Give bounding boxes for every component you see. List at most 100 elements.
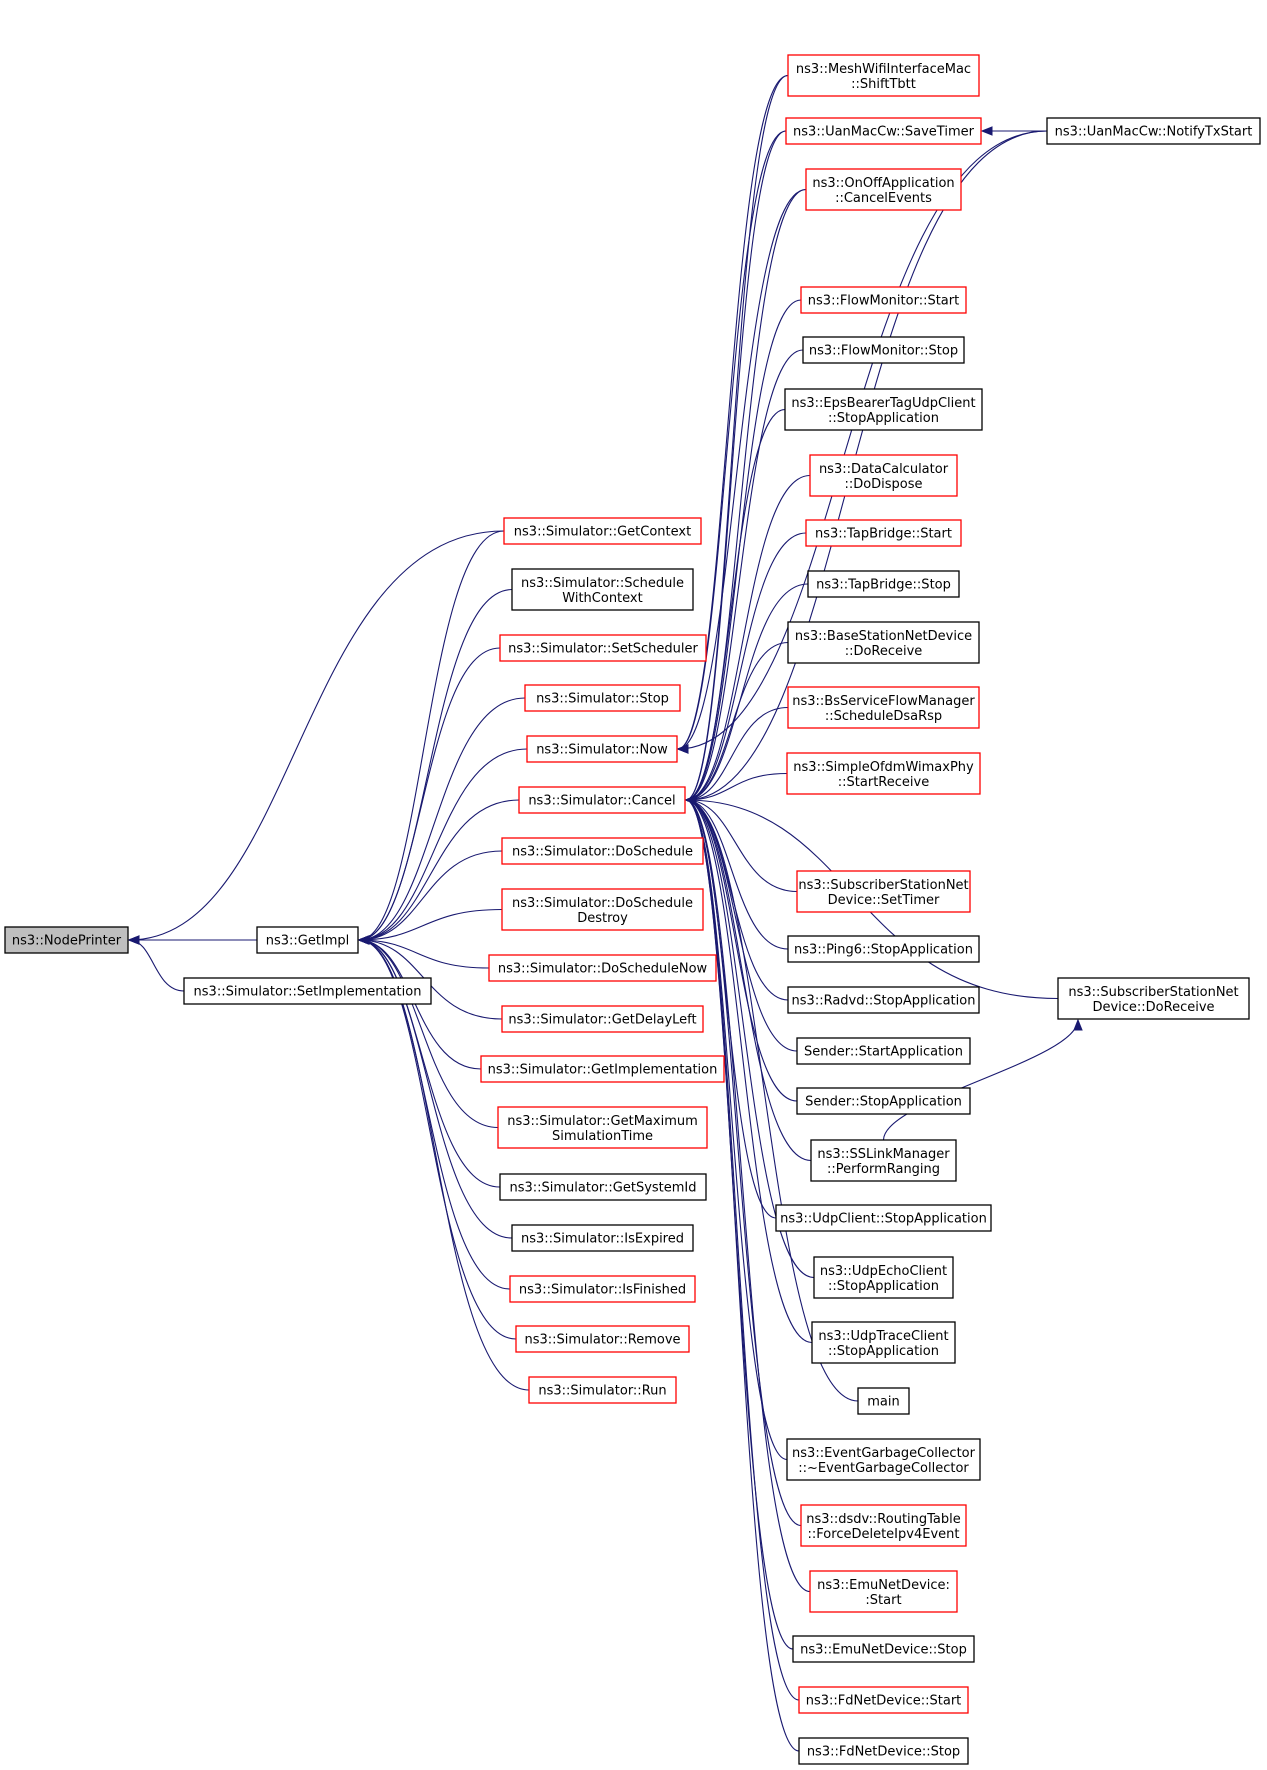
node-doschedule[interactable]: ns3::Simulator::DoSchedule [501,837,704,865]
node-label: Sender::StopApplication [805,1095,962,1110]
node-getcontext[interactable]: ns3::Simulator::GetContext [503,517,702,545]
node-setscheduler[interactable]: ns3::Simulator::SetScheduler [499,634,707,662]
edges [127,74,1083,1752]
node-senderstop[interactable]: Sender::StopApplication [796,1087,971,1115]
node-box [809,454,958,497]
node-flowstop[interactable]: ns3::FlowMonitor::Stop [802,336,965,364]
edge-fdstop-to-cancel [684,795,800,1752]
node-tapstop[interactable]: ns3::TapBridge::Stop [807,570,960,598]
node-basestation[interactable]: ns3::BaseStationNetDevice::DoReceive [787,621,980,664]
node-box [480,1055,725,1083]
node-cancel[interactable]: ns3::Simulator::Cancel [518,786,686,814]
node-getimplementation[interactable]: ns3::Simulator::GetImplementation [480,1055,725,1083]
node-flowstart[interactable]: ns3::FlowMonitor::Start [800,286,967,314]
node-udpclient[interactable]: ns3::UdpClient::StopApplication [775,1204,992,1232]
node-main[interactable]: main [857,1387,910,1415]
node-meshwifi[interactable]: ns3::MeshWifiInterfaceMac::ShiftTbtt [787,54,980,97]
node-label: ::~EventGarbageCollector [798,1461,969,1476]
node-box [775,1204,992,1232]
node-onoffcancel[interactable]: ns3::OnOffApplication::CancelEvents [805,168,962,211]
node-label: ns3::SSLinkManager [817,1147,950,1162]
edge-uannotify-to-uansavetimer [980,126,1047,136]
node-isfinished[interactable]: ns3::Simulator::IsFinished [509,1275,696,1303]
node-label: ns3::FdNetDevice::Stop [807,1745,960,1760]
node-senderstart[interactable]: Sender::StartApplication [796,1037,971,1065]
node-label: ns3::FlowMonitor::Start [808,294,959,309]
node-label: ns3::TapBridge::Start [815,527,952,542]
node-label: ::DoReceive [845,644,923,659]
node-label: ns3::Simulator::Remove [524,1333,680,1348]
node-simpleofdm[interactable]: ns3::SimpleOfdmWimaxPhy::StartReceive [786,752,981,795]
node-label: ns3::SubscriberStationNet [798,878,968,893]
node-run[interactable]: ns3::Simulator::Run [528,1376,677,1404]
node-label: ns3::Simulator::DoSchedule [512,845,693,860]
node-label: ns3::UdpClient::StopApplication [780,1212,987,1227]
edge-line [685,706,789,801]
node-box [499,634,707,662]
node-box [787,986,980,1014]
node-tapstart[interactable]: ns3::TapBridge::Start [805,519,962,547]
node-label: ns3::BaseStationNetDevice [795,629,972,644]
node-subdoreceive[interactable]: ns3::SubscriberStationNetDevice::DoRecei… [1057,977,1250,1020]
edge-simpleofdm-to-cancel [684,772,788,805]
node-label: main [867,1395,899,1410]
node-label: ns3::EmuNetDevice: [817,1578,950,1593]
node-emustop[interactable]: ns3::EmuNetDevice::Stop [792,1635,975,1663]
node-remove[interactable]: ns3::Simulator::Remove [515,1325,690,1353]
node-uannotify[interactable]: ns3::UanMacCw::NotifyTxStart [1046,117,1261,145]
node-doschednow[interactable]: ns3::Simulator::DoScheduleNow [488,954,717,982]
node-box [787,686,980,729]
node-label: Destroy [577,911,628,926]
node-label: ns3::Simulator::GetMaximum [507,1114,698,1129]
node-stop[interactable]: ns3::Simulator::Stop [524,684,681,712]
node-getdelayleft[interactable]: ns3::Simulator::GetDelayLeft [501,1005,704,1033]
node-label: ns3::Simulator::SetImplementation [194,985,422,1000]
node-label: ns3::OnOffApplication [812,176,954,191]
node-label: ::ScheduleDsaRsp [825,709,942,724]
node-emustart[interactable]: ns3::EmuNetDevice::Start [809,1570,958,1613]
edge-line [677,130,1048,750]
node-label: Sender::StartApplication [804,1045,963,1060]
node-radvd[interactable]: ns3::Radvd::StopApplication [787,986,980,1014]
edge-line [358,939,501,1188]
node-nodeprinter[interactable]: ns3::NodePrinter [4,926,129,954]
node-box [499,1173,707,1201]
node-sslink[interactable]: ns3::SSLinkManager::PerformRanging [810,1139,957,1182]
node-fdstop[interactable]: ns3::FdNetDevice::Stop [798,1737,969,1765]
node-fdstart[interactable]: ns3::FdNetDevice::Start [798,1686,969,1714]
edge-line [685,799,813,1344]
node-label: ::PerformRanging [827,1162,940,1177]
node-udptrace[interactable]: ns3::UdpTraceClient::StopApplication [811,1321,956,1364]
edge-uansavetimer-to-cancel [684,130,787,805]
node-getimpl[interactable]: ns3::GetImpl [256,926,359,954]
edge-line [358,939,499,1129]
node-box [524,684,681,712]
node-box [796,870,971,913]
node-box [796,1037,971,1065]
node-now[interactable]: ns3::Simulator::Now [526,735,678,763]
node-dsdv[interactable]: ns3::dsdv::RoutingTable::ForceDeleteIpv4… [800,1504,967,1547]
node-bsservice[interactable]: ns3::BsServiceFlowManager::ScheduleDsaRs… [787,686,980,729]
node-getsystemid[interactable]: ns3::Simulator::GetSystemId [499,1173,707,1201]
node-ping6[interactable]: ns3::Ping6::StopApplication [787,935,980,963]
node-label: ns3::Simulator::DoSchedule [512,896,693,911]
node-uansavetimer[interactable]: ns3::UanMacCw::SaveTimer [785,117,982,145]
edge-getimpl-to-nodeprinter [127,935,257,945]
node-label: ns3::FlowMonitor::Stop [809,344,958,359]
node-isexpired[interactable]: ns3::Simulator::IsExpired [511,1224,694,1252]
node-label: ns3::UdpEchoClient [820,1264,947,1279]
edge-line [358,850,503,941]
node-udpecho[interactable]: ns3::UdpEchoClient::StopApplication [813,1256,954,1299]
node-label: ns3::Simulator::Stop [536,692,669,707]
node-datacalc[interactable]: ns3::DataCalculator::DoDispose [809,454,958,497]
node-eventgc[interactable]: ns3::EventGarbageCollector::~EventGarbag… [786,1438,981,1481]
node-epsbearer[interactable]: ns3::EpsBearerTagUdpClient::StopApplicat… [784,388,983,431]
edge-line [128,939,185,992]
node-setimpl[interactable]: ns3::Simulator::SetImplementation [183,977,432,1005]
node-subsettimer[interactable]: ns3::SubscriberStationNetDevice::SetTime… [796,870,971,913]
